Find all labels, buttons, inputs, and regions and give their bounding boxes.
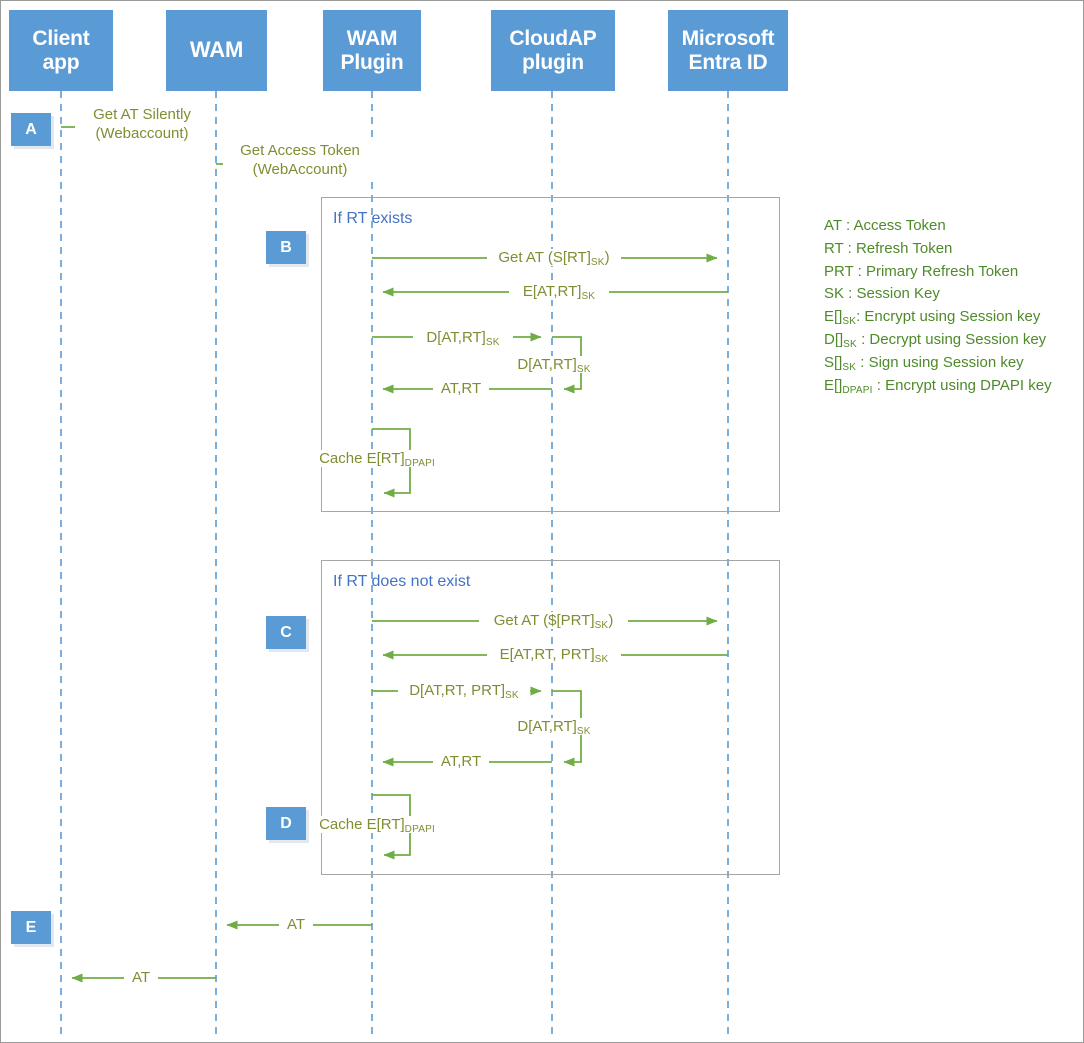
participant-label: CloudAP plugin <box>509 26 597 74</box>
participant-label: WAM Plugin <box>340 26 404 74</box>
participant-wam[interactable]: WAM <box>166 10 267 91</box>
legend-item-4: E[]SK: Encrypt using Session key <box>824 308 1041 328</box>
participant-label: WAM <box>189 37 244 63</box>
message-label-m13: AT,RT <box>433 753 489 771</box>
legend-item-1: RT : Refresh Token <box>824 239 953 257</box>
message-label-m7: AT,RT <box>433 380 489 398</box>
message-label-m4: E[AT,RT]SK <box>509 283 609 302</box>
message-label-m1: Get AT Silently(Webaccount) <box>75 106 209 144</box>
message-label-m12: D[AT,RT]SK <box>504 718 604 737</box>
fragment-rt-not-exists <box>321 560 780 875</box>
message-label-m11: D[AT,RT, PRT]SK <box>398 682 530 701</box>
step-marker-c[interactable]: C <box>266 616 306 649</box>
legend-item-2: PRT : Primary Refresh Token <box>824 262 1019 280</box>
fragment-title-rt-exists: If RT exists <box>333 210 413 227</box>
legend-item-7: E[]DPAPI : Encrypt using DPAPI key <box>824 376 1052 396</box>
message-label-m14: Cache E[RT]DPAPI <box>310 816 444 835</box>
participant-client-app[interactable]: Client app <box>9 10 113 91</box>
message-label-m10: E[AT,RT, PRT]SK <box>487 646 621 665</box>
legend-item-0: AT : Access Token <box>824 217 946 234</box>
message-label-m2: Get Access Token(WebAccount) <box>223 142 377 180</box>
participant-entra-id[interactable]: Microsoft Entra ID <box>668 10 788 91</box>
participant-wam-plugin[interactable]: WAM Plugin <box>323 10 421 91</box>
message-label-m16: AT <box>124 969 158 987</box>
legend-item-3: SK : Session Key <box>824 285 940 303</box>
legend-item-6: S[]SK : Sign using Session key <box>824 353 1024 373</box>
step-marker-e[interactable]: E <box>11 911 51 944</box>
message-label-m8: Cache E[RT]DPAPI <box>310 450 444 469</box>
participant-cloudap-plugin[interactable]: CloudAP plugin <box>491 10 615 91</box>
fragment-rt-exists <box>321 197 780 512</box>
participant-label: Microsoft Entra ID <box>681 26 775 74</box>
message-label-m15: AT <box>279 916 313 934</box>
message-label-m3: Get AT (S[RT]SK) <box>487 249 621 268</box>
legend-item-5: D[]SK : Decrypt using Session key <box>824 330 1047 350</box>
fragment-title-rt-not-exists: If RT does not exist <box>333 573 471 590</box>
step-marker-d[interactable]: D <box>266 807 306 840</box>
participant-label: Client app <box>32 26 90 74</box>
step-marker-b[interactable]: B <box>266 231 306 264</box>
message-label-m6: D[AT,RT]SK <box>504 356 604 375</box>
step-marker-a[interactable]: A <box>11 113 51 146</box>
message-label-m9: Get AT ($[PRT]SK) <box>479 612 628 631</box>
message-label-m5: D[AT,RT]SK <box>413 329 513 348</box>
lifelines-group <box>60 91 729 1036</box>
